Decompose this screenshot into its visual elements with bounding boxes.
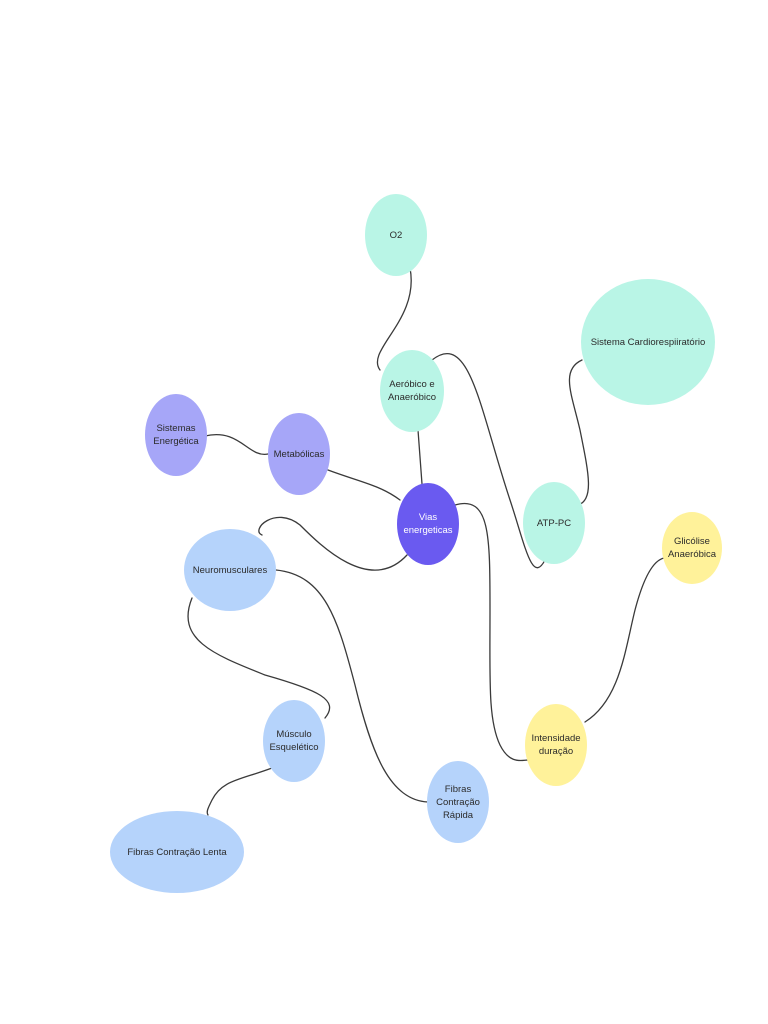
edge-aerobico-vias <box>417 429 423 485</box>
node-vias-label: Vias energeticas <box>403 512 453 536</box>
edge-neuromusculares-musculo <box>187 597 331 719</box>
edge-cardio-atp-pc <box>568 359 590 506</box>
node-fibras-contracao-lenta[interactable]: Fibras Contração Lenta <box>110 811 244 893</box>
node-glicolise-label: Glicólise Anaeróbica <box>667 536 717 560</box>
node-sistemas-energetica[interactable]: Sistemas Energética <box>145 394 207 476</box>
node-vias-energeticas[interactable]: Vias energeticas <box>397 483 459 565</box>
edge-musculo-fibras-lenta <box>206 767 273 816</box>
node-intensidade-duracao[interactable]: Intensidade duração <box>525 704 587 786</box>
node-atp-pc-label: ATP-PC <box>536 517 572 529</box>
edge-neuromusculares-fibras-rapida <box>275 569 429 803</box>
node-fibras-lenta-label: Fibras Contração Lenta <box>127 846 227 858</box>
node-metabolicas[interactable]: Metabólicas <box>268 413 330 495</box>
node-o2[interactable]: O2 <box>365 194 427 276</box>
node-o2-label: O2 <box>389 229 403 241</box>
node-metabolicas-label: Metabólicas <box>273 448 325 460</box>
node-sistema-cardio-label: Sistema Cardiorespiiratório <box>590 336 706 348</box>
node-sistemas-label: Sistemas Energética <box>153 423 199 447</box>
node-fibras-contracao-rapida[interactable]: Fibras Contração Rápida <box>427 761 489 843</box>
node-glicolise-anaerobica[interactable]: Glicólise Anaeróbica <box>662 512 722 584</box>
node-aerobico-label: Aeróbico e Anaeróbico <box>387 379 437 403</box>
node-sistema-cardiorespiratorio[interactable]: Sistema Cardiorespiiratório <box>581 279 715 405</box>
node-intensidade-label: Intensidade duração <box>531 733 581 757</box>
edge-intensidade-glicolise <box>584 557 665 723</box>
edge-o2-aerobico <box>376 267 412 371</box>
node-musculo-label: Músculo Esquelético <box>269 729 319 753</box>
edge-vias-intensidade <box>454 502 529 762</box>
edge-sistemas-metabolicas <box>204 434 269 455</box>
node-atp-pc[interactable]: ATP-PC <box>523 482 585 564</box>
edge-aerobico-atp-pc <box>431 352 546 569</box>
node-aerobico-e-anaerobico[interactable]: Aeróbico e Anaeróbico <box>380 350 444 432</box>
node-neuromusculares-label: Neuromusculares <box>192 564 268 576</box>
node-neuromusculares[interactable]: Neuromusculares <box>184 529 276 611</box>
edge-metabolicas-vias <box>327 469 401 501</box>
node-fibras-rapida-label: Fibras Contração Rápida <box>436 783 480 821</box>
edge-vias-neuromusculares <box>258 516 408 571</box>
node-musculo-esqueletico[interactable]: Músculo Esquelético <box>263 700 325 782</box>
